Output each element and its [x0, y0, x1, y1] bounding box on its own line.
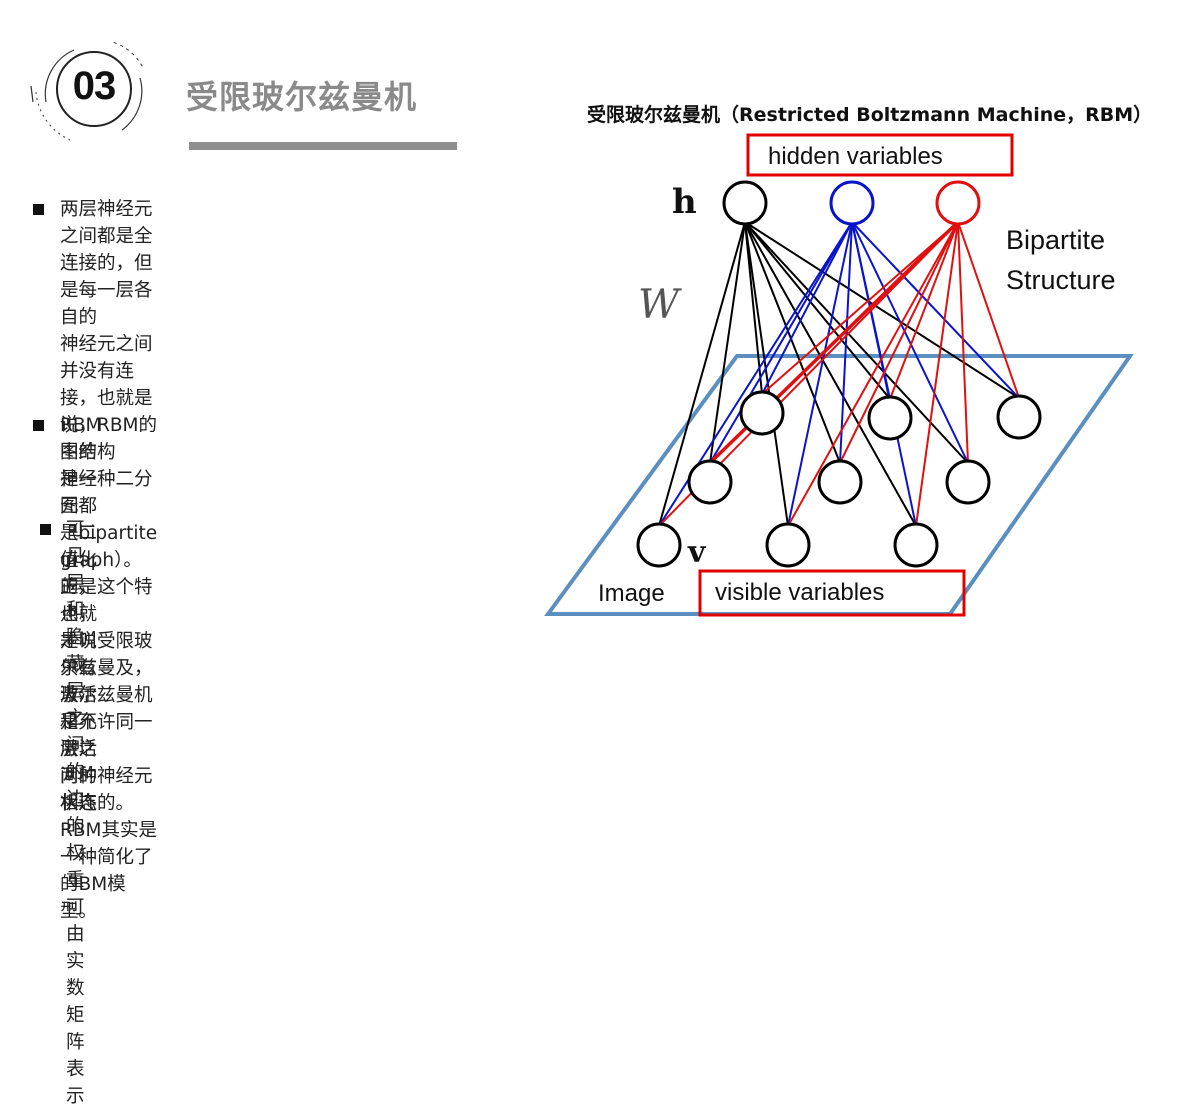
badge-arc-top	[110, 42, 145, 71]
h-label: h	[672, 182, 697, 222]
edge-line	[787, 221, 853, 527]
visible-node	[867, 395, 913, 441]
edge-line	[744, 221, 789, 527]
edge-line	[744, 221, 891, 400]
hidden-node	[935, 180, 981, 226]
bipartite-label-line1: Bipartite	[1006, 225, 1105, 255]
w-label: W	[638, 282, 682, 328]
bipartite-label-line2: Structure	[1006, 265, 1116, 295]
edge-line	[744, 221, 841, 464]
badge-arc-left	[44, 49, 75, 103]
diagram-title: 受限玻尔兹曼机（Restricted Boltzmann Machine，RBM…	[587, 104, 1153, 126]
badge-arc-right	[121, 77, 143, 131]
section-number: 03	[72, 64, 117, 108]
edge-line	[709, 221, 746, 464]
edge-line	[658, 221, 746, 527]
edge-line	[889, 221, 959, 400]
edge-line	[744, 221, 763, 395]
square-bullet-icon	[33, 204, 44, 215]
edge-line	[957, 221, 969, 464]
square-bullet-icon	[33, 420, 44, 431]
visible-node	[893, 522, 939, 568]
visible-variables-box	[698, 569, 966, 617]
edge-line	[761, 221, 959, 395]
edge-line	[957, 221, 1020, 399]
section-badge	[30, 42, 145, 141]
square-bullet-icon	[40, 524, 51, 535]
visible-node-group	[636, 390, 1042, 568]
edge-line	[915, 221, 959, 527]
hidden-node	[829, 180, 875, 226]
image-label: Image	[598, 580, 665, 607]
hidden-node	[722, 180, 768, 226]
visible-node	[687, 459, 733, 505]
hidden-node-group	[722, 180, 981, 226]
visible-node	[817, 459, 863, 505]
edge-line	[761, 221, 853, 395]
rbm-network-diagram: hidden variables visible variables h v W…	[544, 133, 1134, 617]
edge-line	[744, 221, 1020, 399]
section-title: 受限玻尔兹曼机	[186, 78, 418, 116]
visible-node	[636, 522, 682, 568]
title-underline	[189, 142, 457, 150]
edge-line	[851, 221, 969, 464]
visible-node	[996, 394, 1042, 440]
v-label: v	[687, 535, 707, 570]
visible-variables-label: visible variables	[715, 579, 884, 606]
hidden-variables-box	[746, 133, 1014, 177]
edge-line	[839, 221, 959, 464]
edge-line	[744, 221, 917, 527]
visible-node	[765, 522, 811, 568]
badge-inner-ring	[56, 51, 132, 127]
hidden-variables-label: hidden variables	[768, 143, 943, 170]
visible-node	[945, 459, 991, 505]
edge-line	[851, 221, 1020, 399]
edge-line	[787, 221, 959, 527]
badge-tick	[30, 85, 34, 103]
edge-line	[839, 221, 853, 464]
badge-arc-bottom	[35, 91, 71, 141]
visible-node	[739, 390, 785, 436]
edge-line	[709, 221, 853, 464]
